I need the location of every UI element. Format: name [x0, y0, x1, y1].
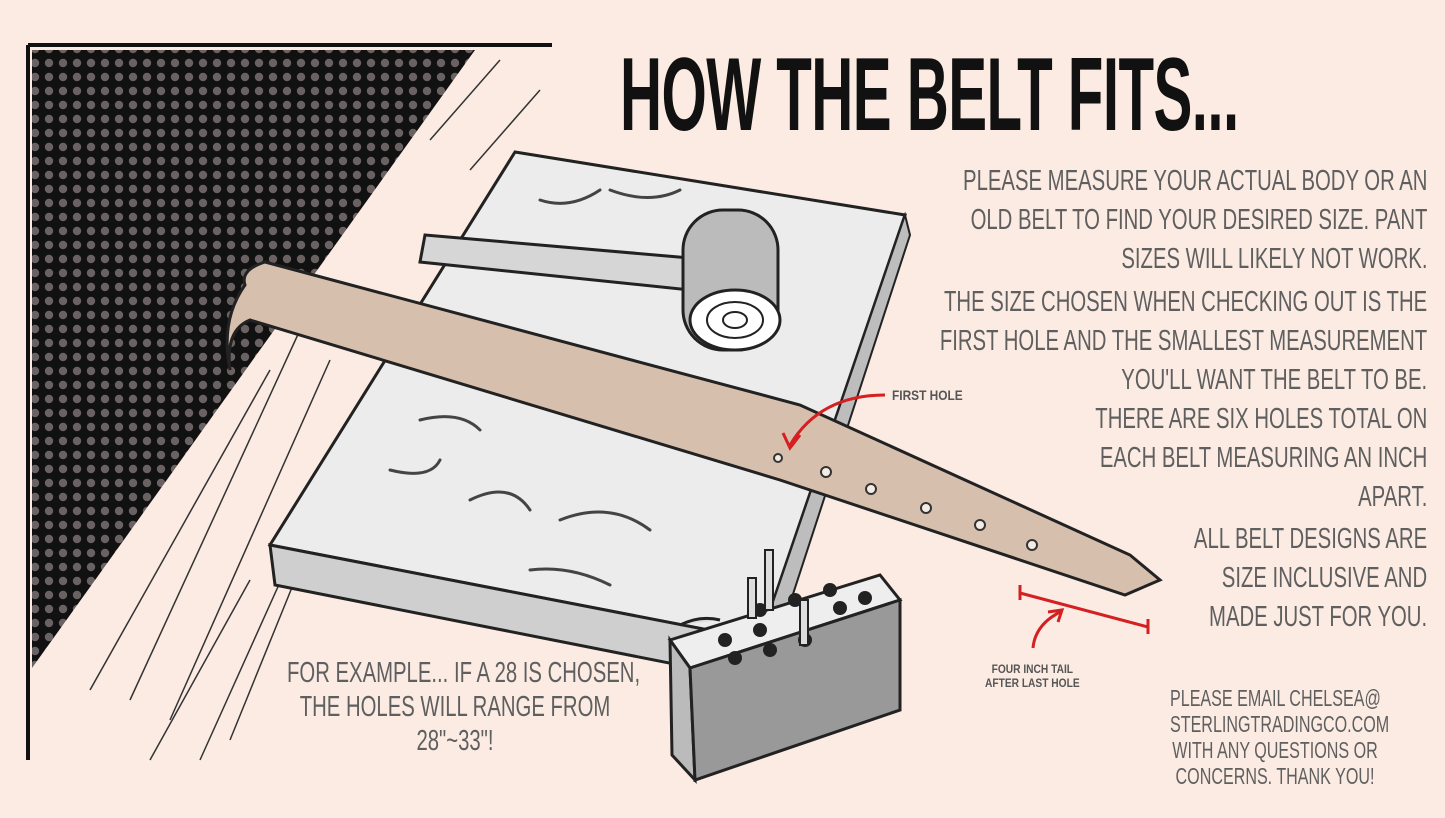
belt-holes: [773, 453, 1038, 551]
text-line: MADE JUST FOR YOU.: [1208, 601, 1427, 633]
text-line: PLEASE MEASURE YOUR ACTUAL BODY OR AN: [962, 165, 1427, 197]
red-annotations: [781, 393, 1150, 649]
tail-measure-line: [1019, 591, 1149, 629]
text-line: OLD BELT TO FIND YOUR DESIRED SIZE. PANT: [970, 204, 1427, 236]
text-line: THE SIZE CHOSEN WHEN CHECKING OUT IS THE: [943, 286, 1427, 318]
halftone-wall: [32, 50, 475, 668]
frame-lines: [26, 43, 552, 760]
tail-arrow: [1031, 610, 1061, 649]
size-chosen-info: THE SIZE CHOSEN WHEN CHECKING OUT IS THE…: [731, 283, 1427, 400]
text-line: YOU'LL WANT THE BELT TO BE.: [1121, 364, 1427, 396]
measure-instructions: PLEASE MEASURE YOUR ACTUAL BODY OR AN OL…: [764, 162, 1427, 279]
text-line: APART.: [1357, 481, 1427, 513]
text-line: 28"~33"!: [416, 725, 494, 757]
text-line: ALL BELT DESIGNS ARE: [1193, 523, 1427, 555]
text-line: FIRST HOLE AND THE SMALLEST MEASUREMENT: [939, 325, 1427, 357]
size-inclusive-info: ALL BELT DESIGNS ARE SIZE INCLUSIVE AND …: [1094, 520, 1427, 637]
text-line: THE HOLES WILL RANGE FROM: [299, 691, 611, 723]
text-line: FOUR INCH TAIL: [991, 662, 1074, 676]
text-line: EACH BELT MEASURING AN INCH: [1099, 442, 1427, 474]
first-hole-arrow: [788, 393, 886, 446]
text-line: FOR EXAMPLE... IF A 28 IS CHOSEN,: [287, 657, 641, 689]
tail-label: FOUR INCH TAIL AFTER LAST HOLE: [985, 662, 1080, 690]
punch-block: [667, 549, 903, 785]
text-line: SIZE INCLUSIVE AND: [1221, 562, 1427, 594]
text-line: AFTER LAST HOLE: [985, 676, 1080, 690]
text-line: PLEASE EMAIL CHELSEA@: [1170, 685, 1381, 711]
text-line: THERE ARE SIX HOLES TOTAL ON: [1094, 403, 1427, 435]
text-line: WITH ANY QUESTIONS OR: [1172, 737, 1378, 763]
mallet-illustration: [418, 208, 782, 352]
first-hole-label: FIRST HOLE: [892, 387, 963, 403]
page-title: HOW THE BELT FITS...: [620, 37, 1239, 153]
holes-info: THERE ARE SIX HOLES TOTAL ON EACH BELT M…: [953, 400, 1427, 517]
text-line: SIZES WILL LIKELY NOT WORK.: [1120, 243, 1427, 275]
contact-text: PLEASE EMAIL CHELSEA@ STERLINGTRADINGCO.…: [1125, 685, 1425, 789]
example-text: FOR EXAMPLE... IF A 28 IS CHOSEN, THE HO…: [215, 656, 695, 758]
email-address: STERLINGTRADINGCO.COM: [1170, 711, 1390, 737]
belt: [225, 260, 1163, 597]
text-line: CONCERNS. THANK YOU!: [1175, 763, 1375, 789]
